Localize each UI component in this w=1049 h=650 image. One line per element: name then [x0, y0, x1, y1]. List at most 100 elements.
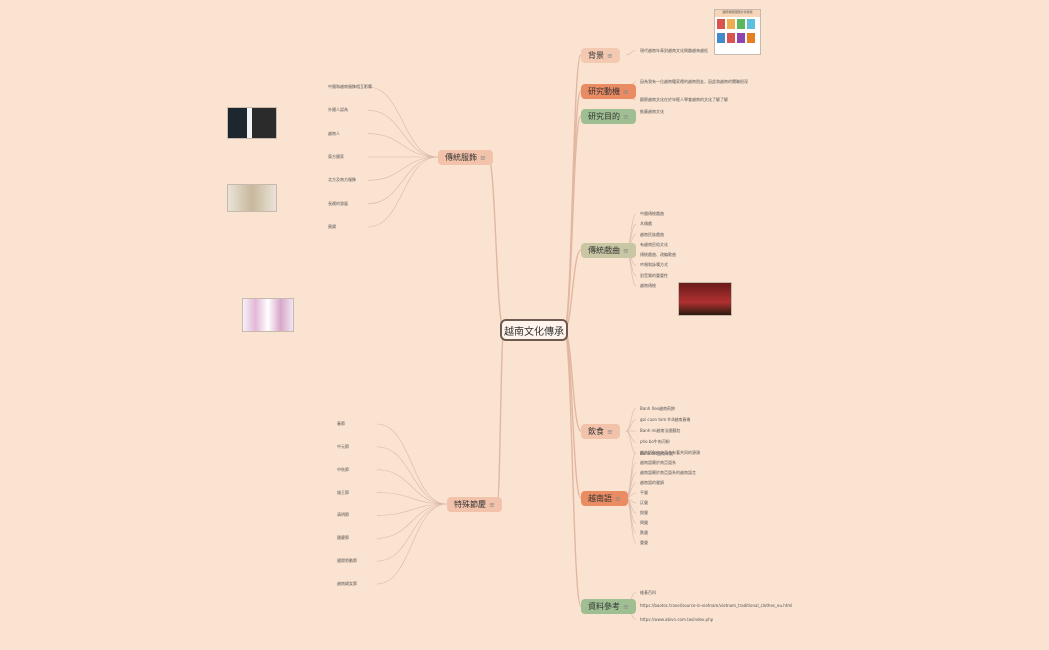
- note-icon: ≡: [489, 500, 495, 509]
- central-topic[interactable]: 越南文化傳承: [500, 319, 568, 341]
- leaf-node[interactable]: 越南婦女節: [337, 581, 357, 586]
- branch-label: 傳統戲曲: [588, 246, 620, 255]
- leaf-node[interactable]: https://www.abivn.com.tw/index.php: [640, 616, 714, 622]
- leaf-node[interactable]: 推廣越南文化: [640, 108, 664, 114]
- top-infographic-image: 越南傳統服飾文化特徵: [714, 9, 761, 55]
- note-icon: ≡: [623, 602, 629, 611]
- costume-photo-1: [227, 107, 277, 139]
- leaf-node[interactable]: 越南人: [328, 130, 340, 136]
- branch-label: 研究目的: [588, 112, 620, 121]
- branch-link: [376, 503, 448, 562]
- leaf-node[interactable]: 國慶節: [337, 535, 349, 541]
- branch-link: [376, 469, 448, 505]
- leaf-node[interactable]: Banh tet越南年糕: [640, 450, 674, 456]
- leaf-node[interactable]: 中秋節: [337, 466, 349, 472]
- right-branch-3[interactable]: 傳統戲曲≡: [581, 243, 636, 258]
- leaf-node[interactable]: 觀察越南文化在於年輕人學會越南的文化了解了解: [640, 97, 728, 102]
- branch-link: [487, 156, 505, 331]
- leaf-node[interactable]: 問聲: [640, 520, 648, 525]
- leaf-node[interactable]: 越南傳統: [640, 283, 656, 288]
- leaf-node[interactable]: 越南語的聲調: [640, 480, 664, 485]
- leaf-node[interactable]: goi cuon tom thit越南春捲: [640, 416, 691, 422]
- right-branch-2[interactable]: 研究目的≡: [581, 109, 636, 124]
- leaf-node[interactable]: 對音樂的重要性: [640, 272, 668, 278]
- branch-link: [376, 446, 448, 505]
- leaf-node[interactable]: 有越南民俗文化: [640, 241, 668, 247]
- leaf-node[interactable]: 長襖的發展: [328, 200, 348, 206]
- branch-link: [376, 492, 448, 505]
- leaf-node[interactable]: 現代越南年青對越南文化興趣越來越低: [640, 47, 708, 53]
- branch-link: [625, 50, 637, 56]
- note-icon: ≡: [623, 246, 629, 255]
- branch-link: [367, 156, 439, 204]
- branch-label: 越南語: [588, 494, 612, 503]
- note-icon: ≡: [607, 51, 613, 60]
- branch-label: 飲食: [588, 427, 604, 436]
- right-branch-1[interactable]: 研究動機≡: [581, 84, 636, 99]
- leaf-node[interactable]: 中國和越南服飾相互影響: [328, 84, 372, 89]
- right-branch-5[interactable]: 越南語≡: [581, 491, 628, 506]
- branch-link: [625, 408, 637, 432]
- branch-link: [376, 503, 448, 516]
- leaf-node[interactable]: 東方國家: [328, 154, 344, 159]
- leaf-node[interactable]: 越南語屬於南亞語系: [640, 460, 676, 465]
- note-icon: ≡: [480, 153, 486, 162]
- branch-link: [367, 86, 439, 158]
- branch-link: [367, 156, 439, 228]
- leaf-node[interactable]: 重聲: [640, 540, 648, 545]
- branch-link: [376, 423, 448, 505]
- costume-photo-2: [227, 184, 277, 212]
- leaf-node[interactable]: Banh mi越南法國麵包: [640, 428, 681, 433]
- leaf-node[interactable]: 木偶戲: [640, 221, 652, 227]
- leaf-node[interactable]: 吟唱和詠嘆方式: [640, 262, 668, 268]
- leaf-node[interactable]: 春節: [337, 421, 345, 426]
- leaf-node[interactable]: 北方及南方服飾: [328, 177, 356, 183]
- leaf-node[interactable]: 越南民族戲曲: [640, 231, 664, 237]
- branch-link: [563, 329, 582, 607]
- right-branch-4[interactable]: 飲食≡: [581, 424, 620, 439]
- note-icon: ≡: [623, 112, 629, 121]
- leaf-node[interactable]: 維基百科: [640, 589, 656, 595]
- leaf-node[interactable]: 清明節: [337, 512, 349, 518]
- leaf-node[interactable]: 跌聲: [640, 530, 648, 535]
- note-icon: ≡: [607, 427, 613, 436]
- leaf-node[interactable]: 奧黛: [328, 224, 336, 229]
- branch-link: [625, 430, 637, 454]
- left-branch-1[interactable]: 特殊節慶≡: [447, 497, 502, 512]
- leaf-node[interactable]: 中元節: [337, 443, 349, 449]
- right-branch-6[interactable]: 資料參考≡: [581, 599, 636, 614]
- branch-label: 背景: [588, 51, 604, 60]
- leaf-node[interactable]: 中國傳統戲曲: [640, 211, 664, 216]
- leaf-node[interactable]: 越南語和中文混合有著共同的源頭: [640, 450, 700, 455]
- opera-stage-photo: [678, 282, 732, 316]
- left-branch-0[interactable]: 傳統服飾≡: [438, 150, 493, 165]
- leaf-node[interactable]: 外國人認為: [328, 107, 348, 113]
- branch-link: [625, 419, 637, 432]
- branch-link: [367, 133, 439, 158]
- branch-link: [376, 503, 448, 585]
- branch-link: [367, 156, 439, 181]
- leaf-node[interactable]: 仄聲: [640, 500, 648, 505]
- leaf-node[interactable]: 雄王節: [337, 489, 349, 495]
- branch-link: [367, 110, 439, 158]
- leaf-node[interactable]: pho bo牛肉河粉: [640, 439, 670, 445]
- leaf-node[interactable]: 越南語屬於南亞語系的越南語言: [640, 470, 696, 475]
- branch-label: 研究動機: [588, 87, 620, 96]
- note-icon: ≡: [623, 87, 629, 96]
- leaf-node[interactable]: 平聲: [640, 490, 648, 495]
- infographic-caption: 越南傳統服飾文化特徵: [715, 10, 760, 17]
- costume-photo-3: [242, 298, 294, 332]
- branch-link: [563, 115, 582, 331]
- branch-label: 傳統服飾: [445, 153, 477, 162]
- leaf-node[interactable]: 銳聲: [640, 510, 648, 515]
- branch-link: [496, 329, 505, 505]
- leaf-node[interactable]: 傳統戲曲、改編歌曲: [640, 252, 676, 258]
- leaf-node[interactable]: 國際勞動節: [337, 558, 357, 564]
- leaf-node[interactable]: 因為我有一位越南籍家裡的越南朋友，因此和越南的關聯很深: [640, 79, 748, 84]
- leaf-node[interactable]: Banh Xeo越南煎餅: [640, 405, 676, 411]
- leaf-node[interactable]: https://baotoc.travel/source-in-vietnam/…: [640, 603, 793, 608]
- right-branch-0[interactable]: 背景≡: [581, 48, 620, 63]
- note-icon: ≡: [615, 494, 621, 503]
- branch-label: 資料參考: [588, 602, 620, 611]
